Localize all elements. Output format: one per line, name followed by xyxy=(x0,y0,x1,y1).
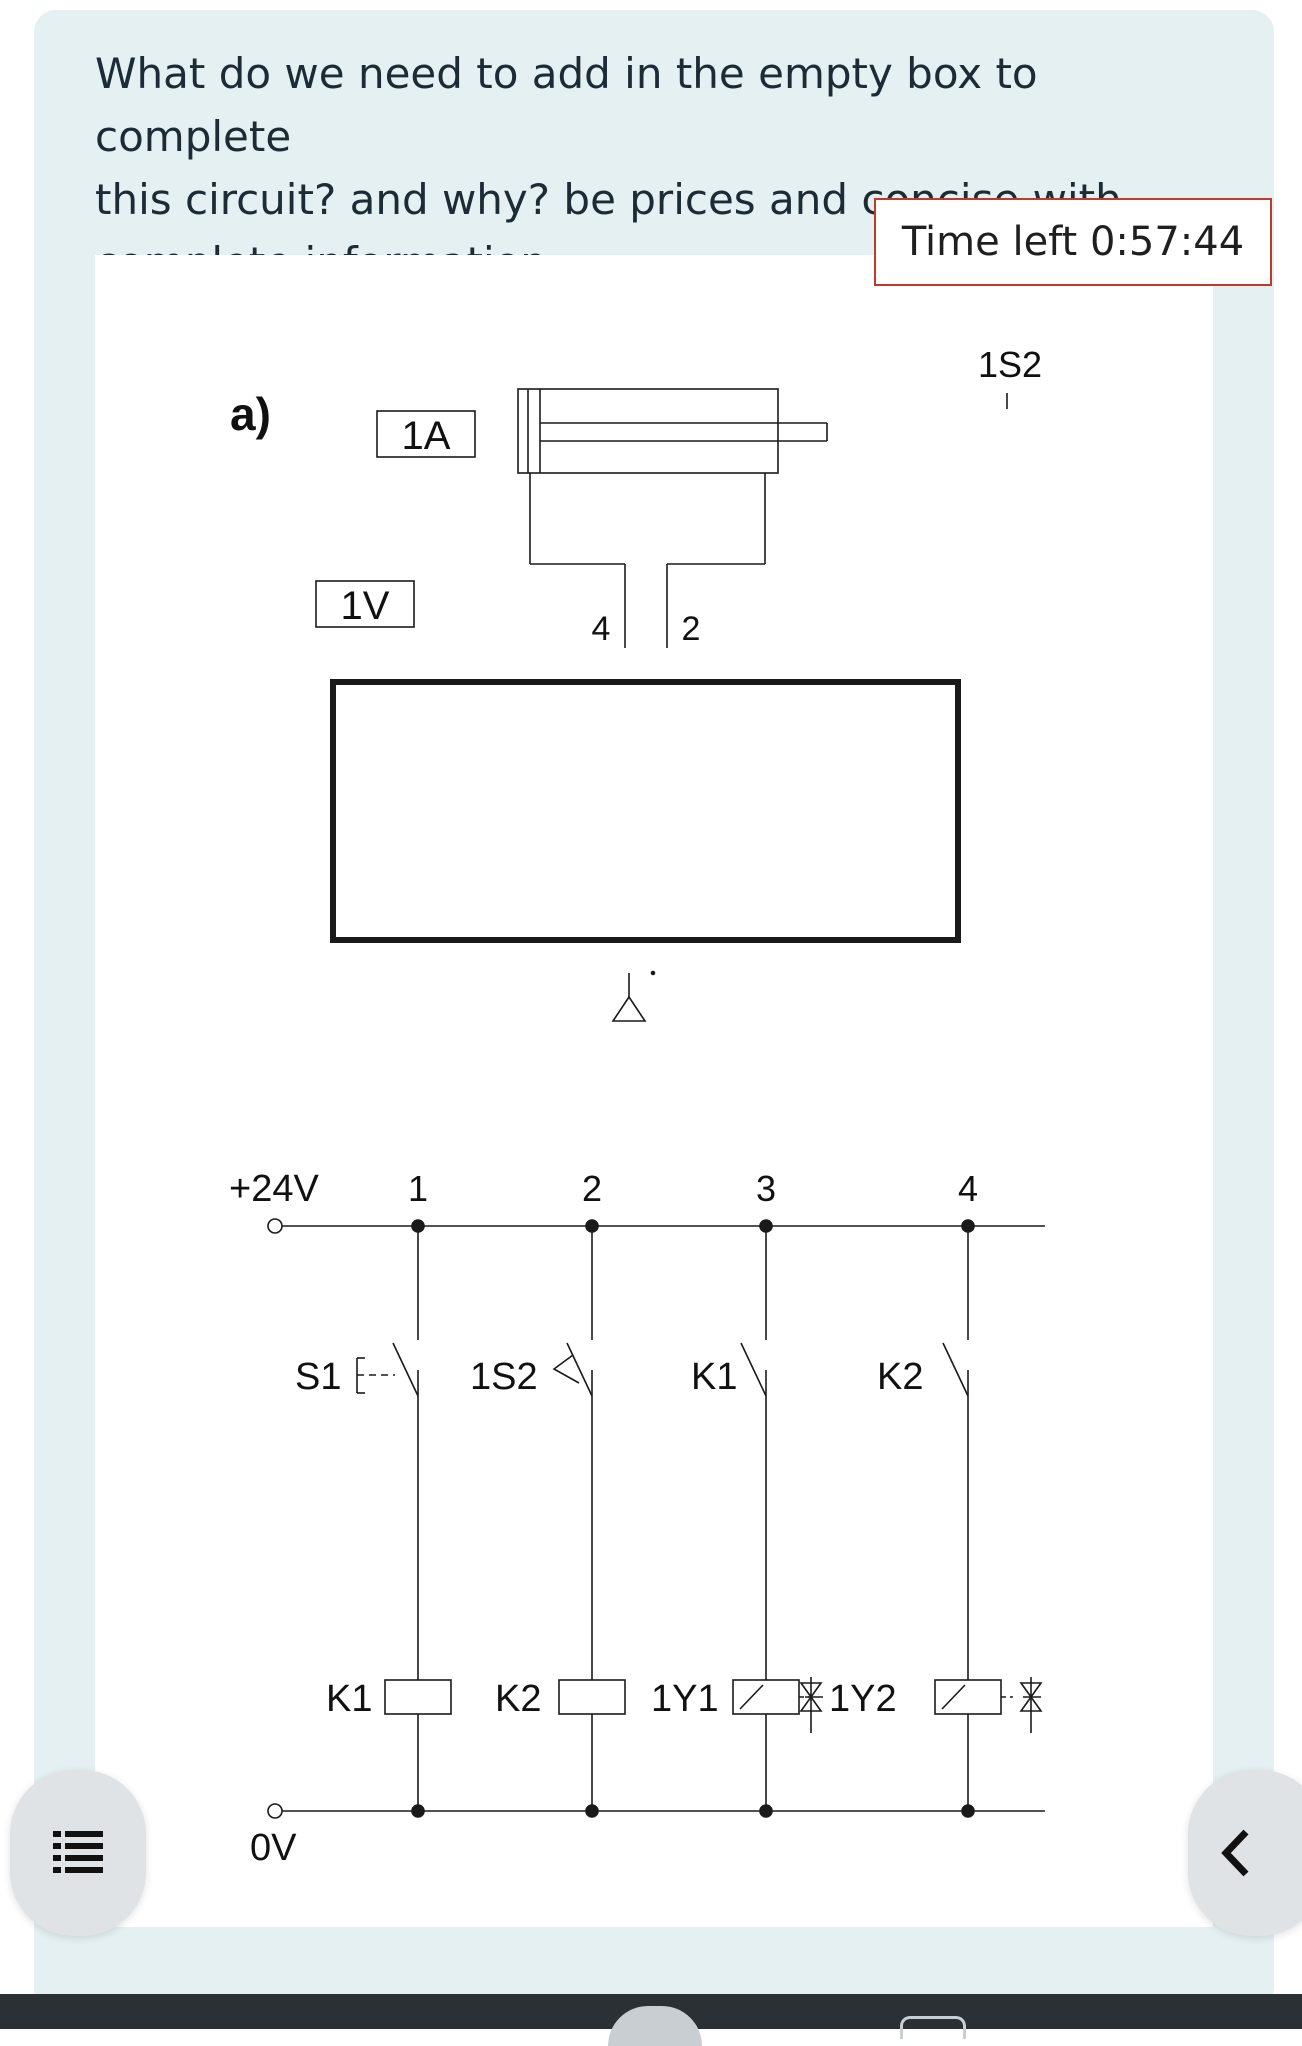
rung-3 xyxy=(732,1226,823,1811)
coil-k1-label: K1 xyxy=(326,1678,372,1720)
contact-k2-label: K2 xyxy=(877,1356,923,1398)
bottom-bar-tabs-control[interactable] xyxy=(900,2016,966,2039)
port-4-label: 4 xyxy=(592,610,611,648)
supply-label: +24V xyxy=(229,1168,319,1210)
ground-label: 0V xyxy=(250,1827,297,1869)
circuit-diagram: a) 1A 1S2 1V 4 2 xyxy=(229,344,1045,1869)
rail-junctions xyxy=(411,1219,975,1818)
time-left-badge: Time left 0:57:44 xyxy=(874,198,1272,286)
circuit-diagram-image: a) 1A 1S2 1V 4 2 xyxy=(95,255,1213,1927)
part-label: a) xyxy=(230,388,271,440)
coil-1y1-label: 1Y1 xyxy=(651,1678,719,1720)
list-icon xyxy=(53,1831,103,1873)
actuator-label: 1A xyxy=(402,414,451,458)
rung-number-2: 2 xyxy=(582,1168,602,1209)
empty-valve-box xyxy=(330,679,961,943)
sensor-label: 1S2 xyxy=(978,344,1042,385)
rung-number-4: 4 xyxy=(958,1168,978,1209)
rung-1 xyxy=(356,1226,452,1811)
port-2-label: 2 xyxy=(682,610,701,648)
drawer-toggle-button[interactable] xyxy=(1188,1770,1302,1936)
contact-k1-label: K1 xyxy=(691,1356,737,1398)
contact-1s2-label: 1S2 xyxy=(470,1356,538,1398)
rung-4 xyxy=(934,1226,1043,1811)
valve-label: 1V xyxy=(341,584,390,628)
chevron-left-icon xyxy=(1221,1829,1249,1877)
actuator-label-box xyxy=(376,410,476,458)
rung-2 xyxy=(552,1226,626,1811)
contact-s1-label: S1 xyxy=(295,1356,341,1398)
air-supply-symbol xyxy=(611,970,656,1022)
quiz-navigation-button[interactable] xyxy=(10,1770,146,1936)
coil-1y2-label: 1Y2 xyxy=(829,1678,897,1720)
valve-label-box xyxy=(315,580,415,628)
question-line-1: What do we need to add in the empty box … xyxy=(95,49,1038,161)
ground-terminal xyxy=(267,1803,283,1819)
coil-k2-label: K2 xyxy=(495,1678,541,1720)
rung-number-3: 3 xyxy=(756,1168,776,1209)
cylinder-symbol xyxy=(517,388,828,648)
supply-terminal xyxy=(267,1218,283,1234)
rung-number-1: 1 xyxy=(408,1168,428,1209)
